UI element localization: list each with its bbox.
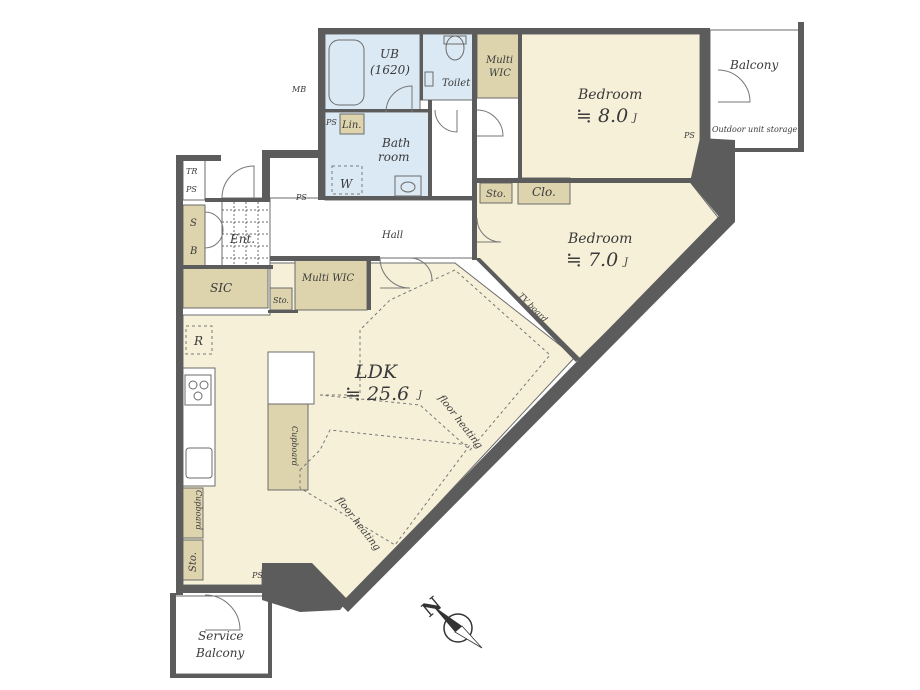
ps-label-hall: PS	[295, 193, 307, 202]
service-balcony-line2: Balcony	[195, 646, 244, 660]
tr-area	[182, 159, 206, 201]
kitchen-island	[267, 351, 315, 405]
multi-wic-top-line2: WIC	[489, 68, 511, 79]
linen-label: Lin.	[341, 120, 361, 131]
mb-label: MB	[291, 85, 306, 94]
floor-heating-zone-1	[319, 269, 551, 451]
refrigerator-space	[185, 325, 213, 355]
multi-wic-top-area	[476, 33, 520, 99]
ps-label-ldk: PS	[251, 571, 263, 580]
ldk-unit: J	[416, 390, 423, 401]
washer-label: W	[340, 177, 354, 191]
compass-north-label: N	[417, 592, 446, 622]
bathtub	[328, 39, 365, 106]
storage-hall-label: Sto.	[273, 296, 289, 305]
shoe-box-area	[182, 204, 206, 268]
bedroom-8-name: Bedroom	[577, 87, 642, 103]
closet-label: Clo.	[532, 185, 556, 199]
balcony-label: Balcony	[729, 58, 778, 72]
outdoor-unit-label: Outdoor unit storage	[712, 125, 798, 134]
ps-label-tr: PS	[185, 185, 197, 194]
multi-wic-top-line1: Multi	[485, 55, 513, 66]
cupboard-island-label: Cupboard	[290, 426, 299, 466]
compass: N	[417, 592, 483, 649]
walls	[170, 22, 804, 678]
hall-area	[269, 197, 476, 259]
service-balcony-area	[174, 595, 272, 675]
ldk-size: ≒ 25.6	[345, 383, 409, 405]
washer-space	[331, 165, 363, 195]
toilet-tank	[443, 35, 467, 45]
bedroom-7-name: Bedroom	[567, 231, 632, 247]
bath-room-line1: Bath	[381, 136, 411, 150]
hall-label: Hall	[381, 230, 403, 241]
island-cupboard	[267, 403, 309, 491]
doors	[204, 69, 751, 631]
kitchen-sink	[185, 447, 213, 479]
ps-label-bath: PS	[325, 118, 337, 127]
service-balcony-line1: Service	[198, 629, 244, 643]
storage-kitchen-label: Sto.	[188, 552, 199, 572]
ps-label-bedroom: PS	[683, 131, 695, 140]
shoe-box-line1: S	[190, 218, 197, 229]
sic-label: SIC	[210, 281, 232, 295]
floor-heating-zone-2	[299, 429, 471, 546]
bedroom-8-unit: J	[631, 113, 638, 124]
toilet-sink	[424, 71, 434, 87]
basin-bowl	[400, 181, 416, 193]
tr-label: TR	[186, 167, 197, 176]
bedroom-8-size: ≒ 8.0	[576, 105, 628, 127]
multi-wic-hall-area	[294, 259, 368, 311]
bedroom-7-size: ≒ 7.0	[566, 249, 618, 271]
cupboard-side-label: Cupboard	[194, 490, 203, 530]
toilet-label: Toilet	[442, 78, 471, 89]
stove	[184, 374, 212, 406]
ub-label: UB	[380, 47, 399, 61]
bath-room-line2: room	[378, 150, 410, 164]
linen-area	[339, 113, 365, 135]
entrance-tiles	[222, 198, 270, 268]
balcony-area	[709, 29, 801, 151]
refrigerator-label: R	[193, 334, 203, 348]
multi-wic-hall-label: Multi WIC	[301, 273, 355, 284]
hall-corridor	[429, 99, 476, 201]
storage-bedroom-label: Sto.	[486, 189, 506, 200]
bedroom-7-unit: J	[622, 257, 629, 268]
shoe-box-line2: B	[189, 246, 197, 257]
unit-bath-area	[324, 33, 421, 113]
wash-basin	[394, 175, 422, 197]
ub-size: (1620)	[370, 63, 410, 77]
kitchen-counter	[182, 367, 216, 487]
ldk-name: LDK	[354, 361, 399, 383]
entrance-label: Ent.	[229, 232, 255, 246]
